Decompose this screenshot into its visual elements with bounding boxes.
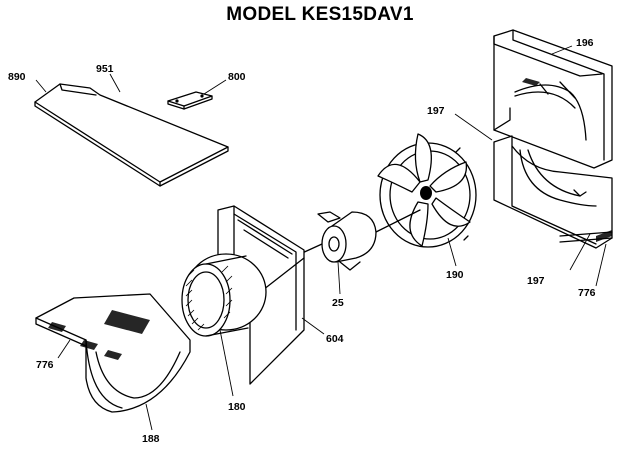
- part-fan-190: [377, 133, 477, 248]
- callout-197-bottom: 197: [527, 275, 545, 287]
- callout-800: 800: [228, 71, 246, 83]
- callout-25: 25: [332, 297, 344, 309]
- callout-951: 951: [96, 63, 114, 75]
- callout-776-right: 776: [578, 287, 596, 299]
- part-panel-890: [34, 83, 229, 187]
- part-housing-197: [493, 135, 613, 249]
- leader-lines: [35, 45, 607, 431]
- diagram-title: MODEL KES15DAV1: [226, 4, 414, 25]
- part-scroll-188: [35, 293, 191, 413]
- callout-190: 190: [446, 269, 464, 281]
- part-bracket-800: [167, 91, 213, 110]
- callout-890: 890: [8, 71, 26, 83]
- callout-labels: 890 951 800 196 197 190 197 776 25 604 1…: [8, 37, 596, 445]
- part-housing-196: [493, 29, 613, 169]
- callout-180: 180: [228, 401, 246, 413]
- callout-188: 188: [142, 433, 160, 445]
- callout-197-top: 197: [427, 105, 445, 117]
- callout-776-left: 776: [36, 359, 54, 371]
- part-wheel-180: [181, 253, 267, 337]
- callout-196: 196: [576, 37, 594, 49]
- part-motor-25: [299, 209, 421, 271]
- callout-604: 604: [326, 333, 344, 345]
